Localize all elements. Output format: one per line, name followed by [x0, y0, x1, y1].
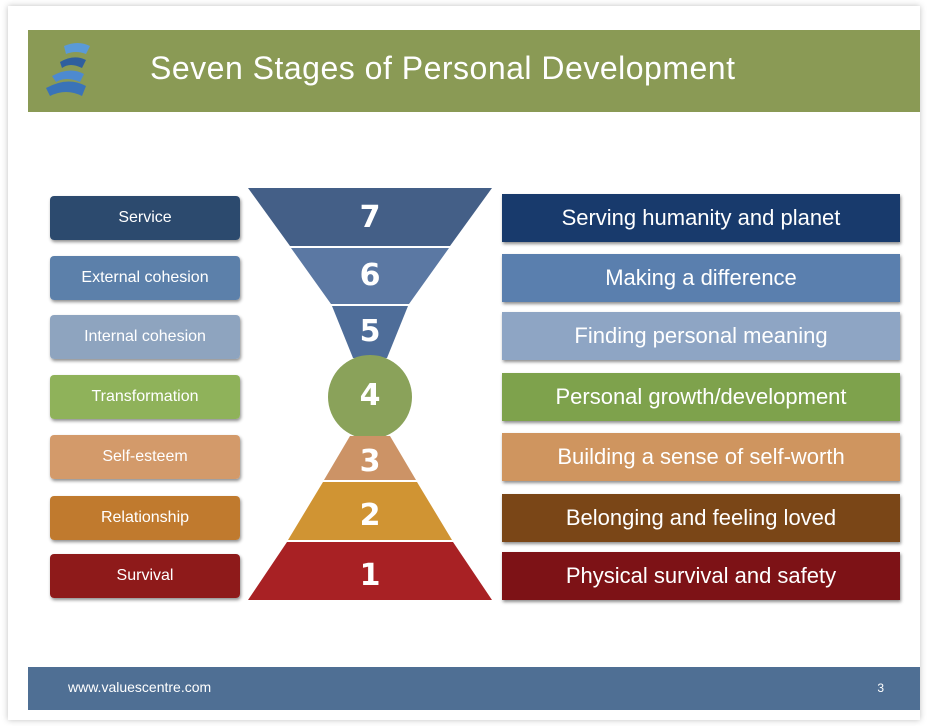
stage-1-name-label: Survival — [50, 554, 240, 598]
stage-4-description-box: Personal growth/development — [502, 373, 900, 421]
stage-7-description: Serving humanity and planet — [561, 205, 841, 230]
stage-5-segment — [332, 306, 408, 358]
spiral-logo-icon — [46, 43, 90, 96]
slide-frame — [8, 6, 920, 720]
stage-1-name: Survival — [116, 567, 174, 584]
stage-4-name: Transformation — [91, 388, 199, 405]
stage-1-segment — [248, 542, 492, 600]
footer-url[interactable]: www.valuescentre.com — [68, 679, 212, 695]
stage-5-name: Internal cohesion — [84, 328, 206, 345]
footer-bar: www.valuescentre.com 3 — [28, 667, 920, 710]
stage-1-description: Physical survival and safety — [565, 563, 837, 588]
page-number: 3 — [877, 681, 884, 695]
stage-7-name-label: Service — [50, 196, 240, 240]
stage-5-description-box: Finding personal meaning — [502, 312, 900, 360]
stage-4-number: 4 — [359, 378, 381, 413]
stage-1-description-box: Physical survival and safety — [502, 552, 900, 600]
stage-2-segment — [288, 482, 452, 540]
hourglass-diagram — [248, 188, 492, 600]
stage-6-name-label: External cohesion — [50, 256, 240, 300]
stage-4-segment — [328, 355, 412, 439]
stage-4-name-label: Transformation — [50, 375, 240, 419]
stage-6-segment — [291, 248, 449, 304]
stage-1-number: 1 — [359, 558, 381, 593]
stage-2-name-label: Relationship — [50, 496, 240, 540]
stage-2-name: Relationship — [100, 509, 190, 526]
stage-4-description: Personal growth/development — [555, 384, 847, 409]
stage-5-name-label: Internal cohesion — [50, 315, 240, 359]
page-title: Seven Stages of Personal Development — [150, 50, 736, 86]
stage-2-number: 2 — [359, 498, 381, 533]
stage-6-number: 6 — [359, 258, 381, 293]
stage-3-name: Self-esteem — [102, 448, 188, 465]
stage-3-segment — [324, 436, 416, 480]
title-bar: Seven Stages of Personal Development — [28, 30, 920, 112]
stage-3-description-box: Building a sense of self-worth — [502, 433, 900, 481]
stage-2-description: Belonging and feeling loved — [565, 505, 837, 530]
stage-7-segment — [248, 188, 492, 246]
stage-6-description: Making a difference — [605, 265, 797, 290]
stage-3-name-label: Self-esteem — [50, 435, 240, 479]
stage-2-description-box: Belonging and feeling loved — [502, 494, 900, 542]
stage-6-description-box: Making a difference — [502, 254, 900, 302]
stage-3-number: 3 — [359, 444, 381, 479]
stage-3-description: Building a sense of self-worth — [557, 444, 845, 469]
stage-7-number: 7 — [359, 200, 381, 235]
stage-6-name: External cohesion — [81, 269, 209, 286]
stage-5-description: Finding personal meaning — [574, 323, 828, 348]
stage-7-name: Service — [118, 209, 172, 226]
stage-7-description-box: Serving humanity and planet — [502, 194, 900, 242]
stage-5-number: 5 — [359, 314, 381, 349]
